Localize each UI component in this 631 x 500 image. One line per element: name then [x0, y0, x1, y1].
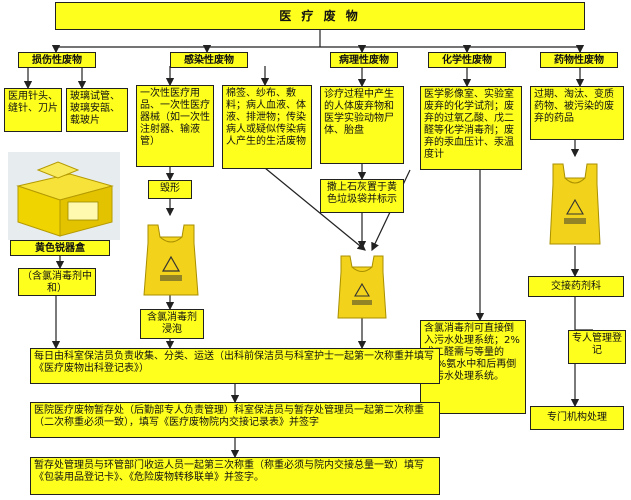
sharps-container-label: 黄色锐器盒 — [10, 240, 110, 256]
page-title: 医 疗 废 物 — [55, 2, 585, 30]
header-injury: 损伤性废物 — [18, 52, 96, 68]
infect-item-disposables: 一次性医疗用品、一次性医疗器械（如一次性注射器、输液管） — [136, 85, 214, 167]
infect-item-dressings: 棉签、纱布、敷料；病人血液、体液、排泄物；传染病人或疑似传染病人产生的生活废物 — [222, 85, 312, 169]
process-step-collect: 每日由科室保洁员负责收集、分类、运送（出科前保洁员与科室护士一起第一次称重并填写… — [30, 348, 440, 384]
drug-step-manage: 专人管理登记 — [568, 330, 626, 364]
yellow-waste-bag-drug — [549, 163, 601, 245]
yellow-waste-bag-infect — [143, 224, 199, 296]
sharps-container-image — [8, 152, 120, 240]
patho-item: 诊疗过程中产生的人体废弃物和医学实验动物尸体、胎盘 — [320, 86, 404, 164]
chem-item: 医学影像室、实验室废弃的化学试剂；废弃的过氧乙酸、戊二醛等化学消毒剂；废弃的汞血… — [420, 86, 522, 170]
process-step-storage: 医院医疗废物暂存处（后勤部专人负责管理）科室保洁员与暂存处管理员一起第二次称重（… — [30, 402, 440, 438]
patho-step-lime: 撒上石灰置于黄色垃圾袋并标示 — [320, 179, 404, 213]
header-drug: 药物性废物 — [540, 52, 618, 68]
yellow-waste-bag-patho — [337, 255, 387, 319]
header-chem: 化学性废物 — [428, 52, 506, 68]
infect-step-deform: 毁形 — [148, 180, 192, 199]
injury-item-needles: 医用针头、缝针、刀片 — [4, 88, 62, 132]
drug-step-agency: 专门机构处理 — [530, 406, 624, 430]
injury-disinfect: （含氯消毒剂中和） — [18, 268, 96, 296]
process-step-transfer: 暂存处管理员与环管部门收运人员一起第三次称重（称重必须与院内交接总量一致）填写《… — [30, 457, 440, 495]
header-patho: 病理性废物 — [330, 52, 398, 68]
infect-step-soak: 含氯消毒剂浸泡 — [140, 309, 204, 339]
injury-item-glass: 玻璃试管、玻璃安瓿、载玻片 — [66, 88, 128, 132]
drug-item: 过期、淘汰、变质药物、被污染的废弃的药品 — [530, 86, 624, 140]
drug-step-pharmacy: 交接药剂科 — [528, 276, 624, 297]
header-infect: 感染性废物 — [170, 52, 248, 68]
